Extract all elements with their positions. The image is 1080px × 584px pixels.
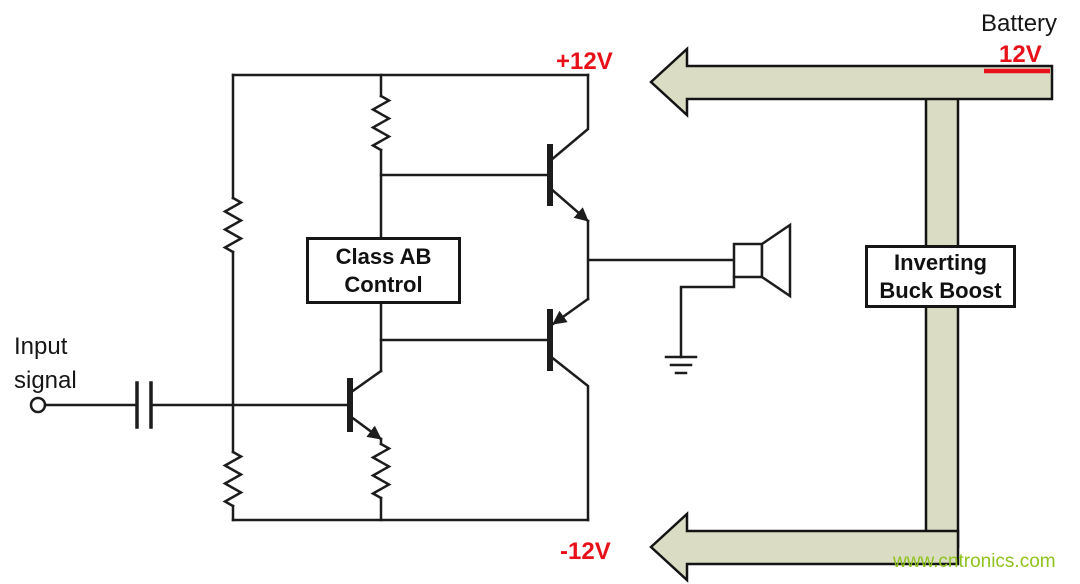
npn-collector-lead <box>548 73 590 163</box>
buck-boost-label-line2: Buck Boost <box>879 277 1002 303</box>
negative-rail-label: -12V <box>560 538 611 565</box>
driver-npn-transistor-icon <box>347 369 383 441</box>
positive-rail-label: +12V <box>556 48 613 75</box>
buck-boost-power-path <box>649 46 1054 583</box>
input-signal-label-line2: signal <box>14 367 77 394</box>
power-flow-arrow-top-icon <box>649 46 1054 118</box>
driver-emitter-lead <box>348 414 383 441</box>
npn-emitter-lead <box>548 186 590 223</box>
battery-voltage-label: 12V <box>999 41 1042 68</box>
driver-collector-lead <box>348 369 383 395</box>
power-bus-vertical <box>924 81 960 549</box>
class-ab-control-label-line1: Class AB <box>335 243 432 269</box>
bias-resistor-upper <box>222 196 244 254</box>
pnp-collector-lead <box>548 354 590 522</box>
collector-resistor <box>370 94 392 152</box>
input-signal-label-line1: Input <box>14 333 68 360</box>
class-ab-control-label-line2: Control <box>344 271 423 297</box>
power-flow-arrow-bottom-icon <box>649 511 960 583</box>
input-signal-label: Input signal <box>14 330 77 398</box>
bias-resistor-lower <box>222 450 244 508</box>
battery-label: Battery <box>981 10 1058 37</box>
output-pnp-transistor-icon <box>547 297 590 522</box>
coupling-capacitor-icon <box>135 381 153 429</box>
input-terminal-icon <box>29 396 47 414</box>
input-network <box>29 381 352 429</box>
pnp-emitter-lead <box>551 297 590 326</box>
inverting-buck-boost-block: Inverting Buck Boost <box>865 245 1016 308</box>
class-ab-control-block: Class AB Control <box>306 237 461 304</box>
output-node-wire <box>586 219 736 301</box>
ground-icon <box>664 355 698 375</box>
output-and-speaker <box>586 219 792 375</box>
emitter-resistor <box>370 442 392 500</box>
output-npn-transistor-icon <box>547 73 590 223</box>
speaker-ground-wire <box>679 275 736 359</box>
speaker-body-icon <box>732 242 764 279</box>
buck-boost-label-line1: Inverting <box>894 249 987 275</box>
watermark: www.cntronics.com <box>893 551 1056 572</box>
speaker-cone-icon <box>760 222 792 299</box>
